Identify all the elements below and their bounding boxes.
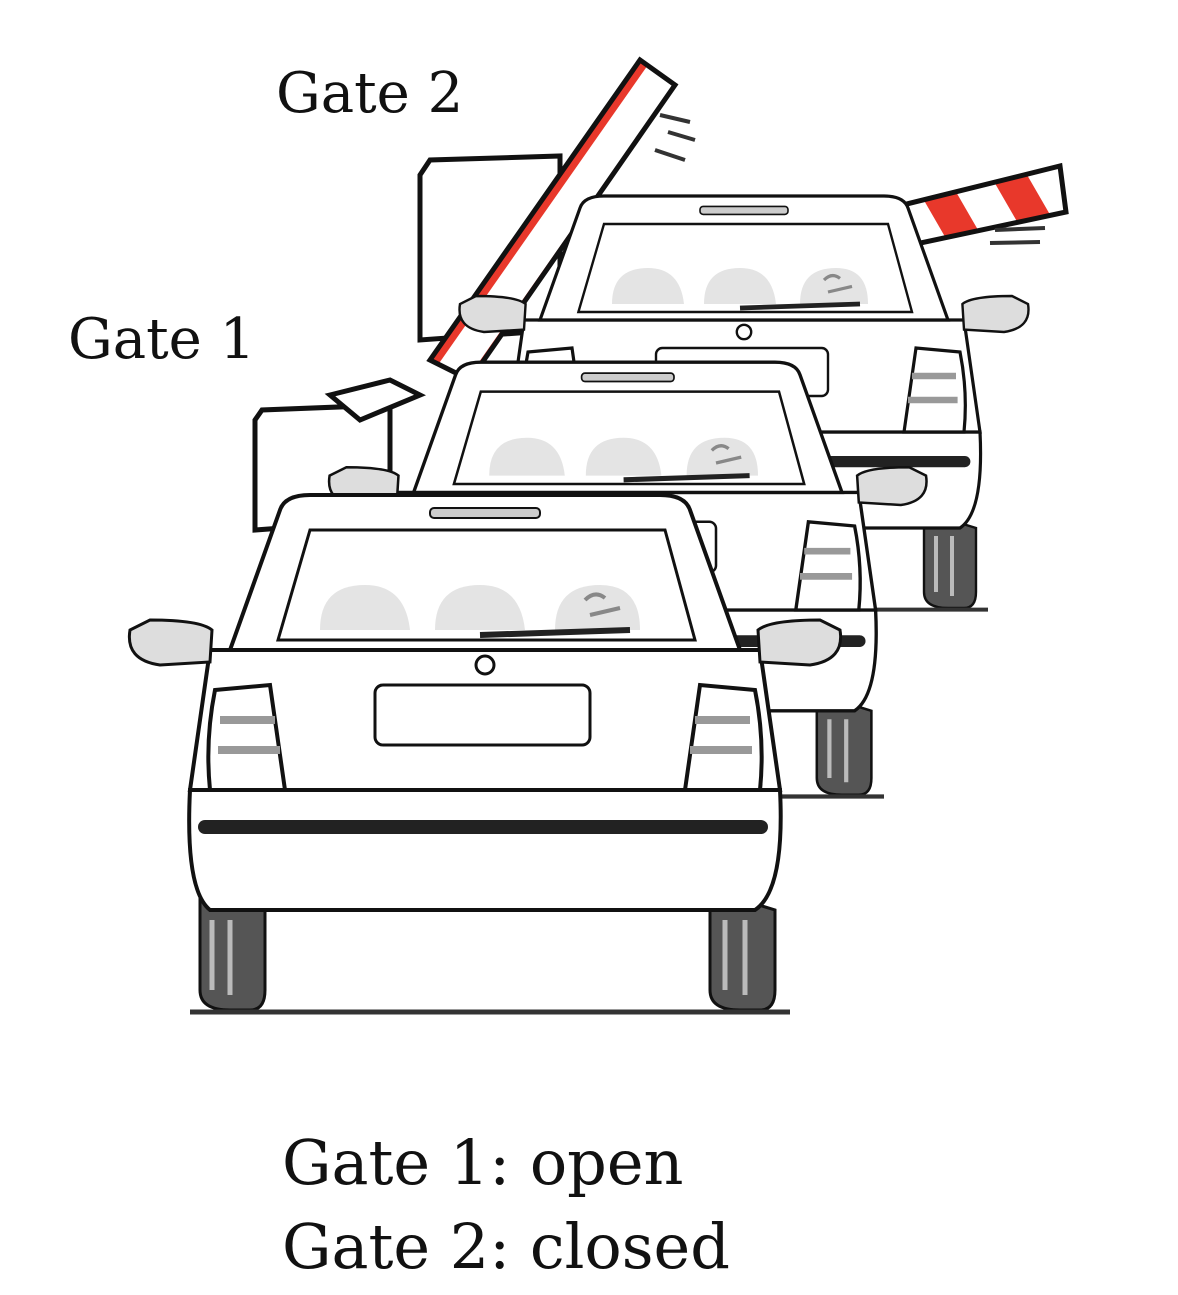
gate-2-status-text: Gate 2: closed	[282, 1210, 730, 1283]
gate-2-label: Gate 2	[276, 61, 464, 126]
gate-1-label: Gate 1	[68, 307, 256, 372]
gate-1-status-text: Gate 1: open	[282, 1126, 684, 1199]
